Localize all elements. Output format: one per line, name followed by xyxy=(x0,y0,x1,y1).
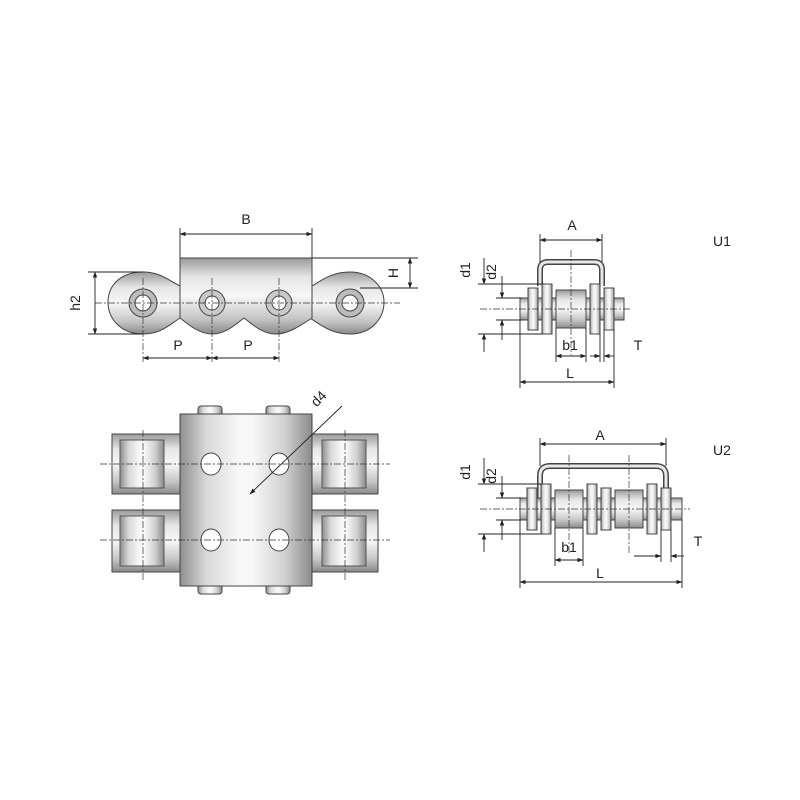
dim-label-b1-u1: b1 xyxy=(562,337,578,353)
dim-label-P-left: P xyxy=(173,337,182,353)
dim-label-T-u2: T xyxy=(694,533,703,549)
variant-code-U1: U1 xyxy=(713,233,731,249)
u2-end-view: A d1 d2 b1 T L U2 xyxy=(457,427,731,588)
top-attachment-plate xyxy=(179,413,313,587)
dim-label-d4: d4 xyxy=(307,387,329,409)
dim-label-d2-u1: d2 xyxy=(483,264,499,280)
side-view: B H h2 P P xyxy=(67,211,418,362)
dim-label-H: H xyxy=(385,268,401,278)
variant-code-U2: U2 xyxy=(713,442,731,458)
dim-label-h2: h2 xyxy=(67,295,83,311)
dim-label-T-u1: T xyxy=(634,337,643,353)
dim-label-L-u1: L xyxy=(566,365,574,381)
u1-end-view: A d1 d2 b1 T L U1 xyxy=(457,217,731,388)
dim-label-b1-u2: b1 xyxy=(561,539,577,555)
dim-label-A-u2: A xyxy=(595,427,605,443)
side-attachment-body xyxy=(179,257,313,335)
top-view: d4 xyxy=(100,387,390,595)
dim-label-P-right: P xyxy=(243,337,252,353)
dim-label-d2-u2: d2 xyxy=(483,468,499,484)
dim-label-d1-u2: d1 xyxy=(457,464,473,480)
dim-label-L-u2: L xyxy=(596,565,604,581)
dim-label-B: B xyxy=(241,211,250,227)
dim-label-A-u1: A xyxy=(567,217,577,233)
dim-label-d1-u1: d1 xyxy=(457,262,473,278)
